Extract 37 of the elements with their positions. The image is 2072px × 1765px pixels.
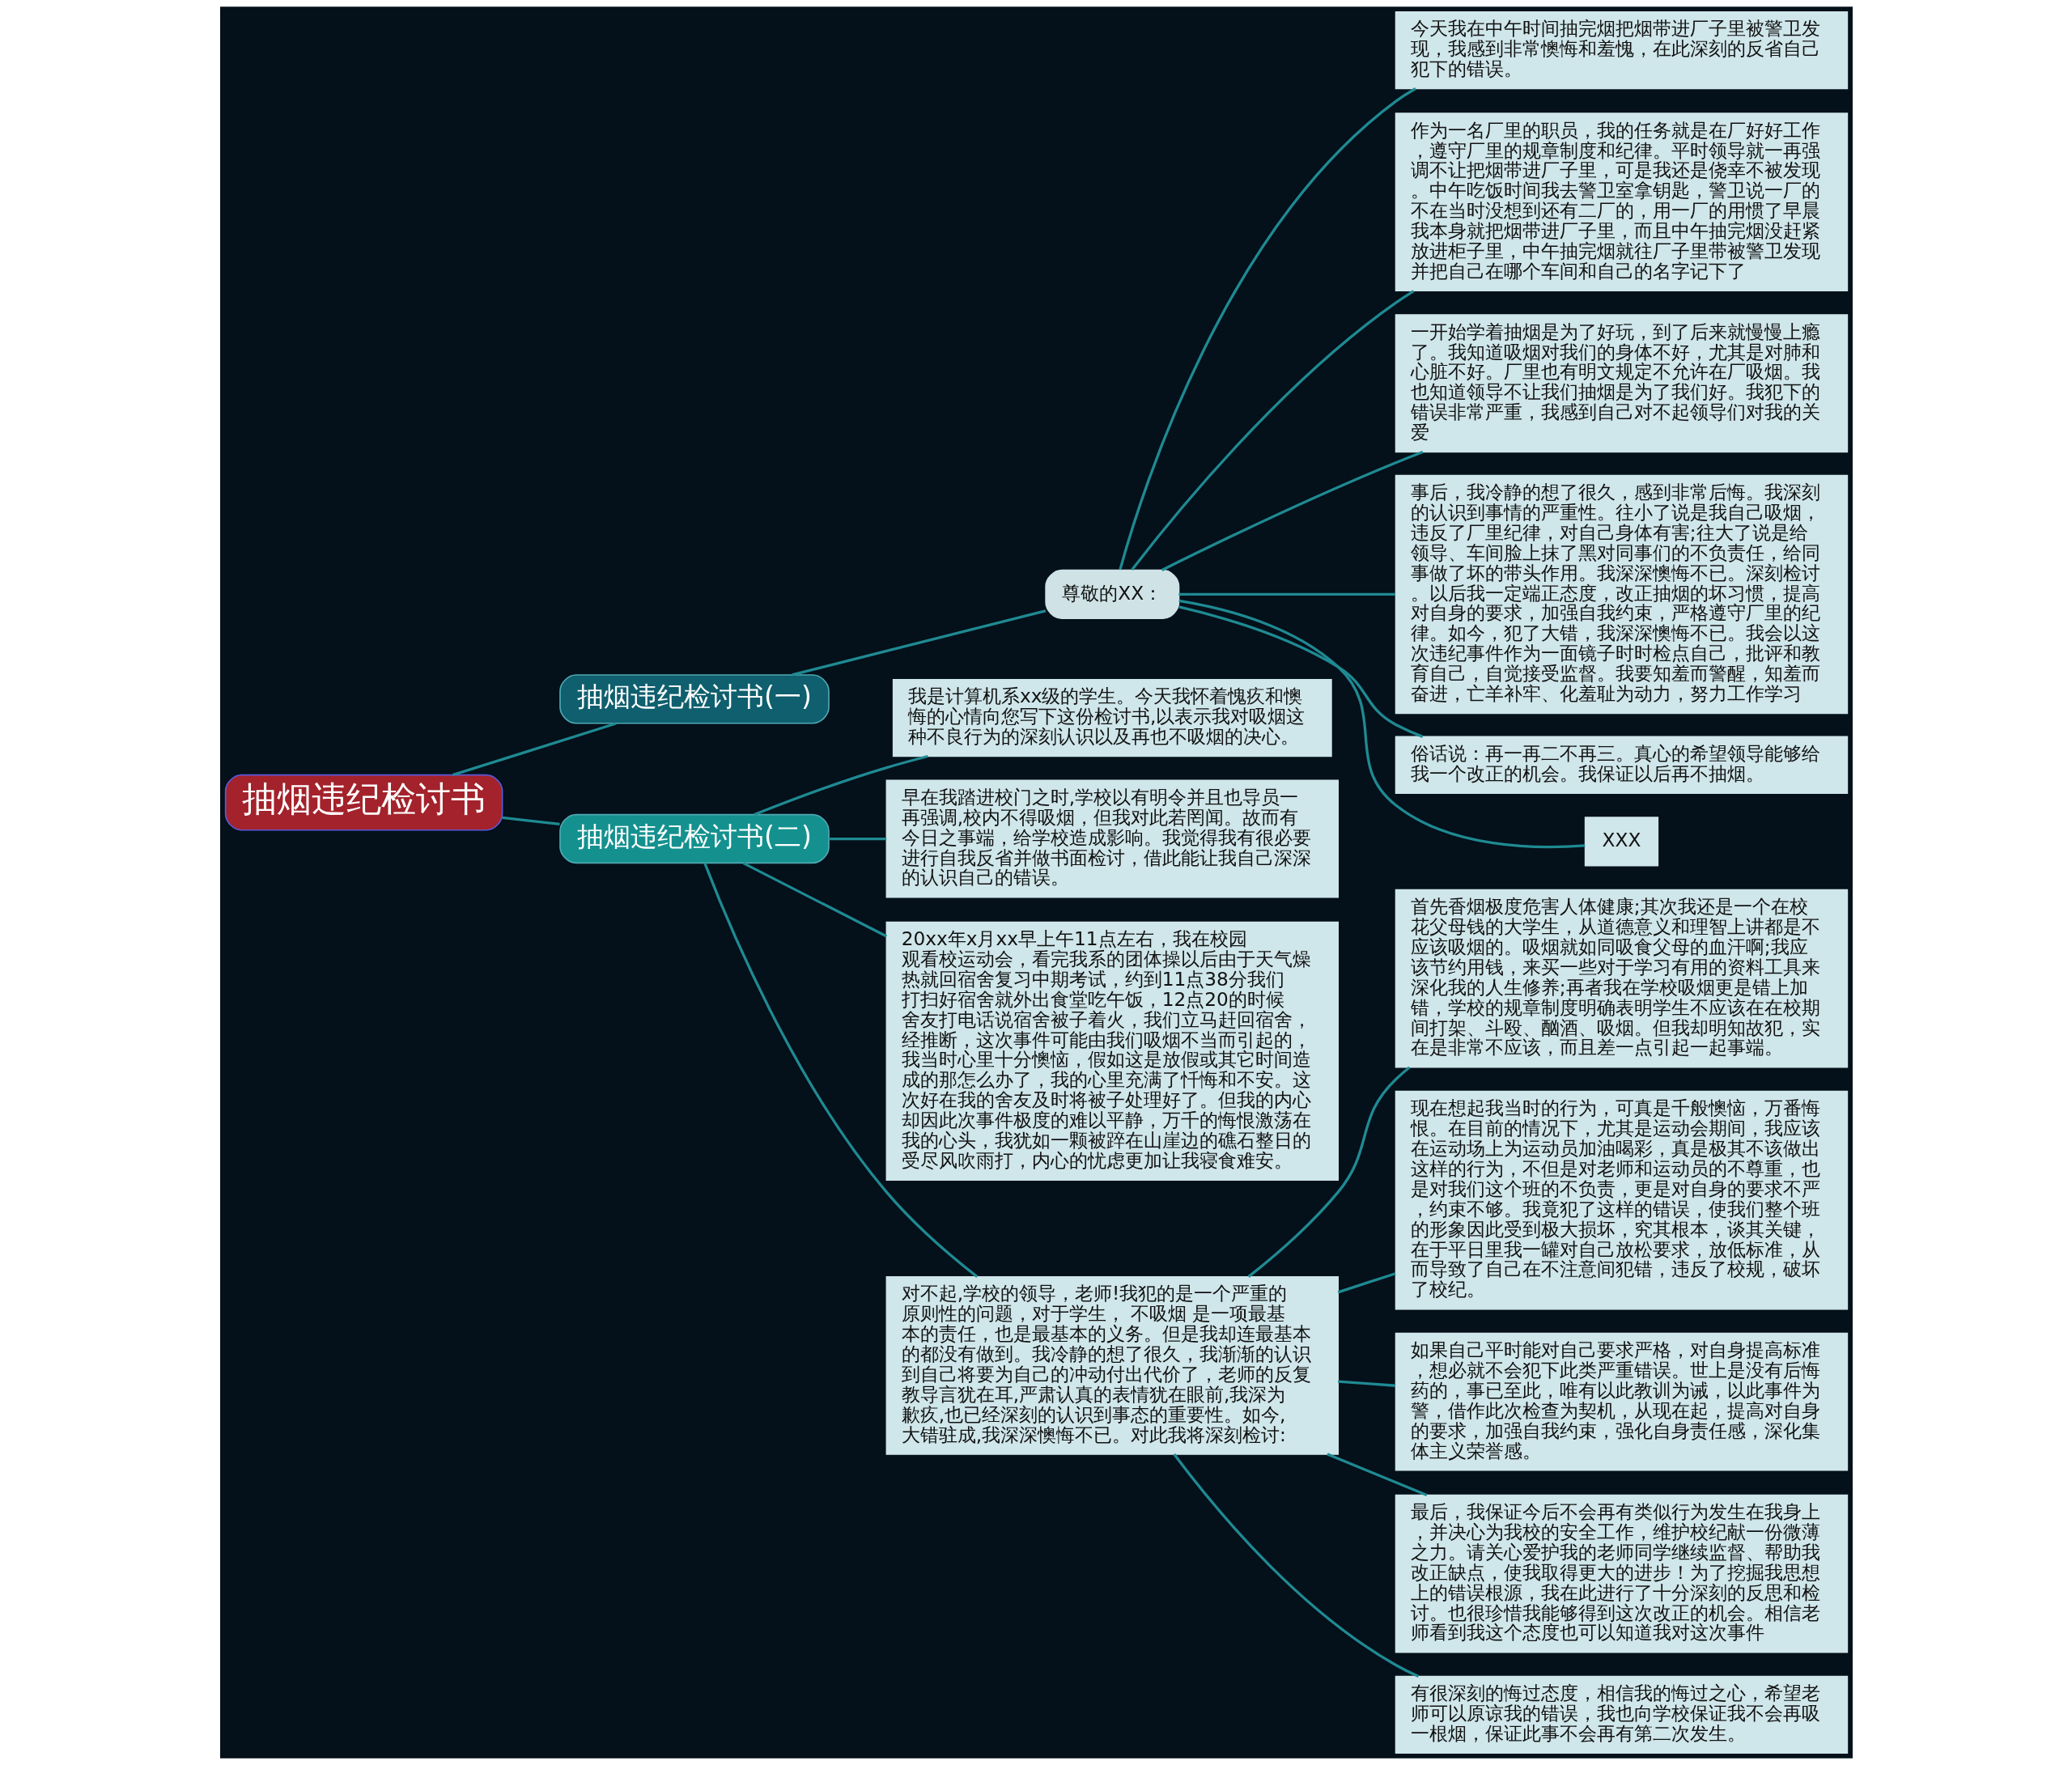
- node-box: 抽烟违纪检讨书(二): [558, 813, 830, 864]
- connector: [1178, 605, 1423, 738]
- node-box: 对不起,学校的领导，老师!我犯的是一个严重的原则性的问题，对于学生， 不吸烟 是一项最基本的责任，也是最基本的义务。但是我却连最基本的都没有做到。我冷静的想了很久，我渐渐的认识到自己将要为自己的冲动付出代价了，老师的反复教导言犹在耳,严肃认真的表情犹在眼前,我深为歉疚,也已经深刻的认识到事态的重要性。如今,大错驻成,我深深懊悔不已。对此我将深刻检讨:: [885, 1275, 1339, 1455]
- connector: [703, 863, 978, 1278]
- node-box: 今天我在中午时间抽完烟把烟带进厂子里被警卫发现，我感到非常懊悔和羞愧，在此深刻的反省自己犯下的错误。: [1395, 11, 1848, 90]
- connector: [1247, 1066, 1410, 1278]
- node-box: 俗话说：再一再二不再三。真心的希望领导能够给我一个改正的机会。我保证以后再不抽烟。: [1395, 736, 1848, 794]
- node-box: 我是计算机系xx级的学生。今天我怀着愧疚和懊悔的心情向您写下这份检讨书,以表示我对吸烟这种不良行为的深刻认识以及再也不吸烟的决心。: [892, 679, 1332, 757]
- connector: [753, 754, 928, 817]
- node-box: 有很深刻的悔过态度，相信我的悔过之心，希望老师可以原谅我的错误，我也向学校保证我不会再吸一根烟，保证此事不会再有第二次发生。: [1395, 1675, 1848, 1754]
- connector: [1130, 290, 1414, 571]
- node-box: 抽烟违纪检讨书: [224, 774, 503, 831]
- node-box: 一开始学着抽烟是为了好玩，到了后来就慢慢上瘾了。我知道吸烟对我们的身体不好，尤其是对肺和心脏不好。厂里也有明文规定不允许在厂吸烟。我也知道领导不让我们抽烟是为了我们好。我犯下的错误非常严重，我感到自己对不起领导们对我的关爱: [1395, 314, 1848, 453]
- node-box: 20xx年x月xx早上午11点左右，我在校园观看校运动会，看完我系的团体操以后由于天气燥热就回宿舍复习中期考试，约到11点38分我们打扫好宿舍就外出食堂吃午饭，12点20的时候舍友打电话说宿舍被子着火，我们立马赶回宿舍，经推断，这次事件可能由我们吸烟不当而引起的，我当时心里十分懊恼，假如这是放假或其它时间造成的那怎么办了，我的心里充满了忏悔和不安。这次好在我的舍友及时将被子处理好了。但我的内心却因此次事件极度的难以平静，万千的悔恨激荡在我的心头，我犹如一颗被踤在山崖边的礁石整日的受尽风吹雨打，内心的忧虑更加让我寝食难安。: [885, 921, 1339, 1182]
- connector: [1172, 1453, 1419, 1678]
- node-box: 现在想起我当时的行为，可真是千般懊恼，万番悔恨。在目前的情况下，尤其是运动会期间，我应该在运动场上为运动员加油喝彩，真是极其不该做出这样的行为，不但是对老师和运动员的不尊重，也是对我们这个班的不负责，更是对自身的要求不严，约束不够。我竟犯了这样的错误，使我们整个班的形象因此受到极大损坏，究其根本，谈其关键，在于平日里我一罐对自己放松要求，放低标准，从而导致了自己在不注意间犯错，违反了校规，破坏了校纪。: [1395, 1090, 1848, 1310]
- connector: [1161, 450, 1423, 571]
- node-box: 首先香烟极度危害人体健康;其次我还是一个在校花父母钱的大学生，从道德意义和理智上讲都是不应该吸烟的。吸烟就如同吸食父母的血汗啊;我应该节约用钱，来买一些对于学习有用的资料工具来深化我的人生修养;再者我在学校吸烟更是错上加错，学校的规章制度明确表明学生不应该在在校期间打架、斗殴、酗酒、吸烟。但我却明知故犯，实在是非常不应该，而且差一点引起一起事端。: [1395, 889, 1848, 1068]
- node-box: 如果自己平时能对自己要求严格，对自身提高标准，想必就不会犯下此类严重错误。世上是没有后悔药的，事已至此，唯有以此教训为诫，以此事件为警，借作此次检查为契机，从现在起，提高对自身的要求，加强自我约束，强化自身责任感，深化集体主义荣誉感。: [1395, 1332, 1848, 1471]
- node-box: XXX: [1584, 817, 1658, 867]
- node-box: 最后，我保证今后不会再有类似行为发生在我身上，并决心为我校的安全工作，维护校纪献一份微薄之力。请关心爱护我的老师同学继续监督、帮助我改正缺点，使我取得更大的进步！为了挖掘我思想上的错误根源，我在此进行了十分深刻的反思和检讨。也很珍惜我能够得到这次改正的机会。相信老师看到我这个态度也可以知道我对这次事件: [1395, 1494, 1848, 1653]
- node-box: 尊敬的XX：: [1044, 569, 1179, 620]
- connector: [1118, 87, 1416, 571]
- node-box: 抽烟违纪检讨书(一): [558, 674, 830, 724]
- connector: [791, 609, 1046, 677]
- node-box: 作为一名厂里的职员，我的任务就是在厂好好工作，遵守厂里的规章制度和纪律。平时领导就一再强调不让把烟带进厂子里，可是我还是侥幸不被发现。中午吃饭时间我去警卫室拿钥匙，警卫说一厂的不在当时没想到还有二厂的，用一厂的用惯了早晨我本身就把烟带进厂子里，而且中午抽完烟没赶紧放进柜子里，中午抽完烟就往厂子里带被警卫发现并把自己在哪个车间和自己的名字记下了: [1395, 112, 1848, 292]
- connector: [1326, 1453, 1427, 1496]
- connector: [502, 816, 560, 825]
- connector: [1178, 599, 1585, 849]
- connector: [452, 722, 617, 777]
- connector: [742, 862, 887, 938]
- node-box: 事后，我冷静的想了很久，感到非常后悔。我深刻的认识到事情的严重性。往小了说是我自己吸烟，违反了厂里纪律，对自己身体有害;往大了说是给领导、车间脸上抹了黑对同事们的不负责任，给同事做了坏的带头作用。我深深懊悔不已。深刻检讨。以后我一定端正态度，改正抽烟的坏习惯，提高对自身的要求，加强自我约束，严格遵守厂里的纪律。如今，犯了大错，我深深懊悔不已。我会以这次违纪事件作为一面镜子时时检点自己，批评和教育自己，自觉接受监督。我要知羞而警醒，知羞而奋进，亡羊补牢、化羞耻为动力，努力工作学习: [1395, 474, 1848, 715]
- connector: [1337, 1380, 1395, 1387]
- connector: [1178, 592, 1395, 596]
- connector: [1337, 1272, 1396, 1294]
- node-box: 早在我踏进校门之时,学校以有明令并且也导员一再强调,校内不得吸烟，但我对此若罔闻。故而有今日之事端，给学校造成影响。我觉得我有很必要进行自我反省并做书面检讨，借此能让我自己深深的认识自己的错误。: [885, 779, 1339, 898]
- connector: [828, 837, 886, 841]
